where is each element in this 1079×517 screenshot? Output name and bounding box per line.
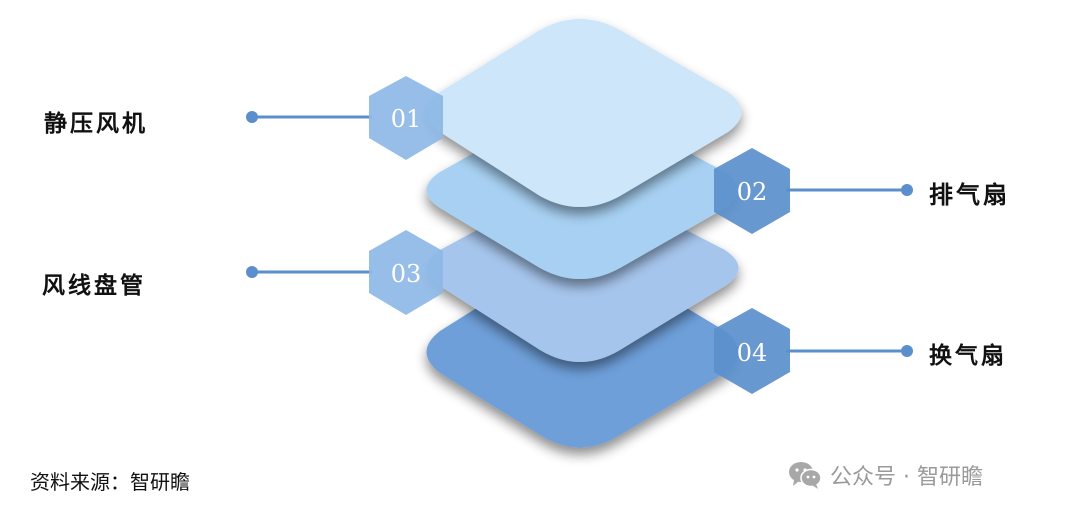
wechat-icon: [789, 462, 822, 489]
connector-dot-1: [246, 111, 258, 123]
layer-plate-1: [426, 19, 742, 207]
source-note: 资料来源：智研瞻: [30, 470, 190, 494]
watermark-text: 公众号 · 智研瞻: [830, 465, 983, 490]
hex-badge-2: 02: [714, 148, 790, 234]
hex-shape-2: [714, 148, 790, 234]
hex-number-1: 01: [391, 105, 422, 133]
hex-badge-4: 04: [714, 308, 790, 394]
connector-dot-4: [901, 345, 913, 357]
hex-badge-1: 01: [369, 76, 443, 160]
connector-dot-2: [901, 184, 913, 196]
layer-label-1: 静压风机: [44, 110, 148, 137]
hex-number-3: 03: [391, 260, 422, 288]
hex-badge-3: 03: [369, 230, 443, 315]
hex-number-2: 02: [737, 178, 768, 206]
layer-label-4: 换气扇: [929, 342, 1007, 369]
hex-shape-3: [369, 230, 443, 315]
watermark: 公众号 · 智研瞻: [788, 458, 983, 492]
hex-shape-4: [714, 308, 790, 394]
layer-label-2: 排气扇: [929, 180, 1010, 209]
hex-number-4: 04: [737, 339, 768, 367]
layer-label-3: 风线盘管: [42, 272, 146, 299]
hex-shape-1: [369, 76, 443, 160]
connector-dot-3: [246, 266, 258, 278]
